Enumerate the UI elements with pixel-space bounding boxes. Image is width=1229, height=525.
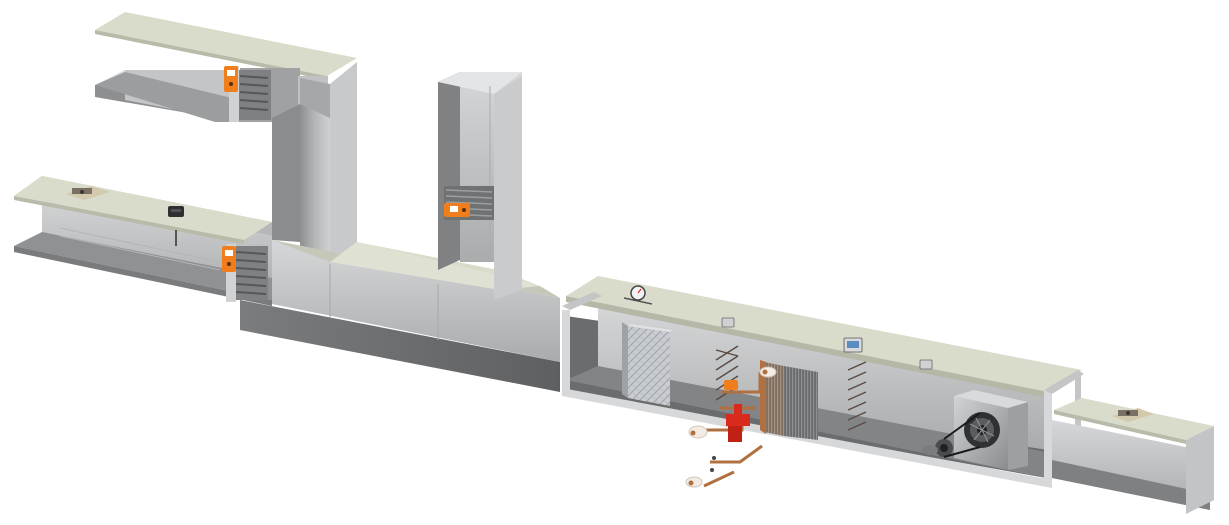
duct-sensor-icon [66, 186, 110, 200]
actuator-icon [224, 66, 238, 92]
heating-coil [760, 360, 818, 440]
control-valve [685, 366, 777, 488]
supply-fan [922, 390, 1028, 470]
sensor-icon [919, 359, 933, 370]
pressure-gauge-icon [623, 285, 653, 305]
return-air-duct [438, 72, 522, 300]
duct-sensor-icon [1112, 408, 1154, 422]
sensor-icon [721, 317, 735, 328]
actuator-icon [444, 203, 470, 217]
outdoor-air-duct [14, 176, 272, 306]
actuator-icon [222, 246, 236, 272]
supply-air-duct [1052, 398, 1214, 514]
humidity-sensor-icon [168, 206, 184, 246]
exhaust-riser [272, 62, 357, 262]
air-handling-unit [562, 276, 1084, 488]
outdoor-air-damper [222, 244, 268, 302]
exhaust-damper [224, 66, 271, 122]
filter-section [622, 322, 672, 406]
cooling-coil [847, 361, 867, 431]
mixing-damper [444, 186, 494, 220]
display-icon [843, 337, 863, 353]
